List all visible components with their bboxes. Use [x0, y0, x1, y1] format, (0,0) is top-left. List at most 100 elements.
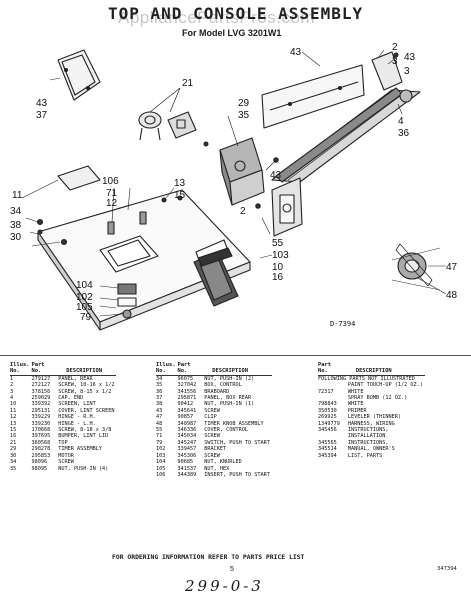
part-description: SWITCH, PUSH TO START: [204, 439, 270, 446]
part-description: PANEL, BOX REAR: [204, 395, 252, 402]
part-description: SCREW, 8-18 x 3/8: [58, 427, 112, 434]
part-number: 98096: [31, 459, 48, 466]
callout-4: 4: [398, 116, 404, 127]
illus-number: 2: [10, 382, 14, 389]
callout-55: 55: [272, 238, 284, 249]
illus-number: 10: [10, 401, 17, 408]
illus-number: 13: [10, 420, 17, 427]
part-description: NUT, KNURLED: [204, 459, 242, 466]
part-description: SCREW: [58, 459, 74, 466]
part-description: SCREEN, LINT: [58, 401, 96, 408]
part-description: BOX, CONTROL: [204, 382, 242, 389]
callout-21: 21: [182, 78, 194, 89]
part-description: SCREW: [204, 407, 220, 414]
timer-knob-part: [391, 243, 441, 291]
part-description: NUT, PUSH-IN (4): [58, 465, 109, 472]
part-number: 295853: [31, 452, 51, 459]
callout-35: 35: [238, 110, 250, 121]
drawing-number: D-7394: [330, 320, 355, 328]
push-to-start-part: [117, 283, 137, 319]
illus-number: 16: [10, 433, 17, 440]
part-number: 295871: [177, 395, 197, 402]
part-number: 350530: [318, 407, 337, 414]
illus-number: 29: [10, 446, 17, 453]
part-description: TOP: [58, 439, 68, 446]
callout-2b: 2: [240, 206, 246, 217]
part-number: 72317: [318, 388, 334, 395]
col1-head-desc: DESCRIPTION: [66, 368, 102, 375]
callout-12: 12: [106, 198, 118, 209]
part-description: PANEL, REAR: [58, 375, 93, 382]
rear-panel-part: [57, 49, 101, 101]
ordering-note: FOR ORDERING INFORMATION REFER TO PARTS …: [112, 553, 305, 561]
part-description: INSTRUCTIONS,: [347, 439, 389, 446]
table-row: INSTALLATION: [318, 433, 425, 439]
part-description: PAINT TOUCH-UP (1/2 OZ.): [347, 382, 423, 389]
callout-43b: 43: [270, 170, 282, 181]
part-description: HARNESS, WIRING: [347, 420, 395, 427]
illus-number: 35: [10, 465, 17, 472]
callout-102: 102: [76, 292, 93, 303]
part-number: 345641: [177, 407, 197, 414]
illus-number: 37: [156, 395, 163, 402]
exploded-diagram: 43 2 3 4 36 37 21 29 35 11 106 71 12 13 …: [10, 42, 458, 331]
illus-number: 12: [10, 414, 17, 421]
callout-36: 36: [398, 128, 410, 139]
part-number: 345456: [318, 427, 337, 434]
illus-number: 102: [156, 446, 166, 453]
part-description: NUT, PUSH-IN (1): [204, 401, 255, 408]
part-number: 339457: [177, 446, 197, 453]
part-number: 339230: [31, 420, 51, 427]
illus-number: 11: [10, 407, 17, 414]
callout-10: 10: [272, 262, 284, 273]
handwritten-note: 299-0-3: [185, 577, 264, 595]
model-label: For Model LVG 3201W1: [182, 28, 282, 38]
part-number: 98095: [31, 465, 48, 472]
callout-47: 47: [446, 262, 458, 273]
part-number: 90412: [177, 401, 194, 408]
illus-number: 35: [156, 382, 163, 389]
table-row: 35 98095 NUT, PUSH-IN (4): [10, 466, 116, 472]
table-row: 72317 WHITE: [318, 389, 425, 395]
col2-head-illus: Illus.No.: [156, 362, 176, 375]
part-number: 290278: [31, 446, 51, 453]
part-description: SCREW, 10-16 x 1/2: [58, 382, 115, 389]
part-description: WHITE: [347, 388, 364, 395]
part-description: WHITE: [347, 401, 364, 408]
part-number: 344389: [177, 471, 197, 478]
part-description: NUT, HEX: [204, 465, 230, 472]
callout-103: 103: [272, 250, 289, 261]
part-number: 798843: [318, 401, 337, 408]
callout-2: 2: [392, 42, 398, 53]
part-description: COVER, LINT SCREEN: [58, 407, 115, 414]
callout-43: 43: [290, 47, 302, 58]
illus-number: 106: [156, 471, 166, 478]
part-number: 269925: [318, 414, 337, 421]
part-description: MANUAL, OWNER'S: [347, 446, 395, 453]
table-row: SPRAY BOMB (12 OZ.): [318, 395, 425, 401]
table-row: 798843 WHITE: [318, 401, 425, 407]
callout-16: 16: [272, 272, 284, 283]
callout-79: 79: [80, 312, 92, 323]
separator-line: [0, 355, 471, 356]
